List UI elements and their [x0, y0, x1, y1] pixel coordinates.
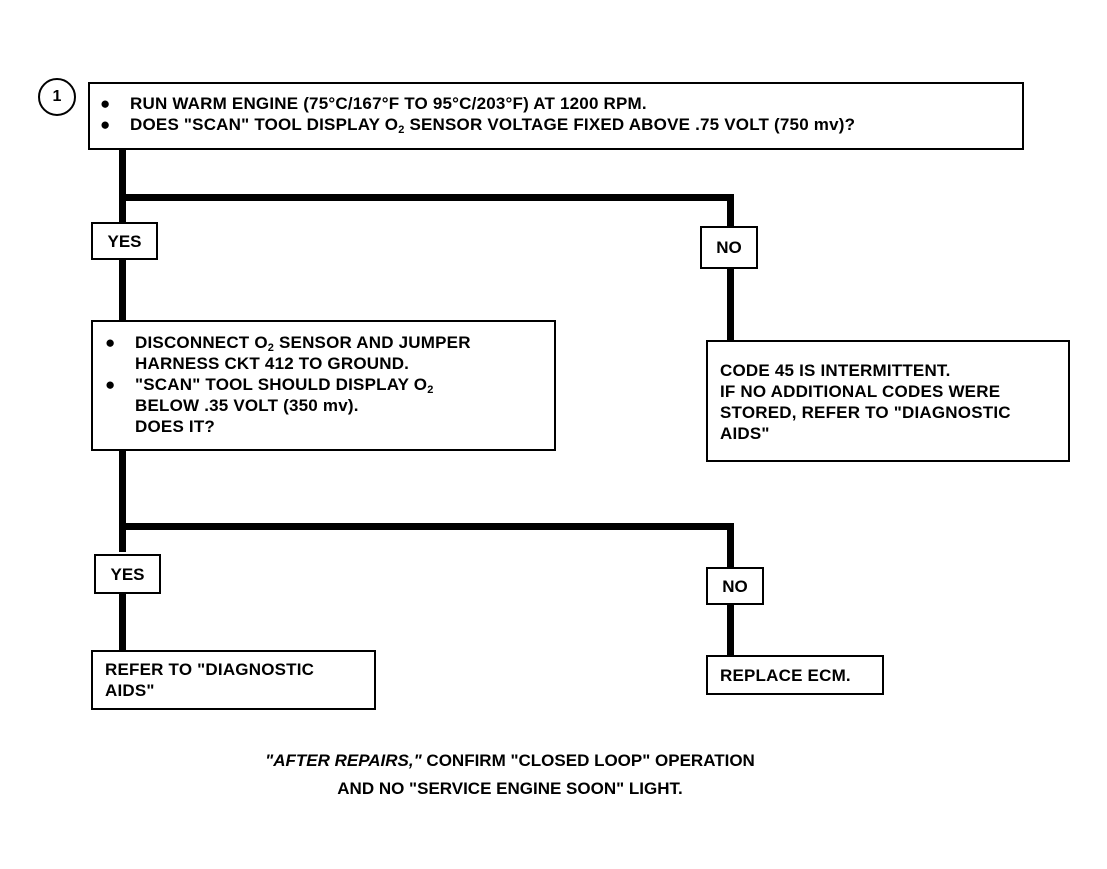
- intermittent-line-1: CODE 45 IS INTERMITTENT.: [720, 361, 951, 380]
- after-repairs-note: "AFTER REPAIRS," CONFIRM "CLOSED LOOP" O…: [210, 747, 810, 803]
- bullet-dot: ●: [100, 94, 111, 113]
- branch2-no-label: NO: [706, 567, 764, 605]
- intermittent-line-3: STORED, REFER TO "DIAGNOSTIC: [720, 403, 1011, 422]
- intermittent-line-4: AIDS": [720, 424, 770, 443]
- after-repairs-line-2: AND NO "SERVICE ENGINE SOON" LIGHT.: [337, 779, 683, 798]
- step-number: 1: [52, 88, 62, 105]
- step1-box: ● RUN WARM ENGINE (75°C/167°F TO 95°C/20…: [88, 82, 1024, 150]
- refer-line-2: AIDS": [105, 681, 155, 700]
- connector-branch1-horizontal: [119, 194, 734, 201]
- connector-branch2-horizontal: [119, 523, 734, 530]
- connector-branch2-no-down: [727, 523, 734, 569]
- replace-ecm-text: REPLACE ECM.: [720, 666, 851, 685]
- intermittent-result-box: CODE 45 IS INTERMITTENT. IF NO ADDITIONA…: [706, 340, 1070, 462]
- step1-bullet-2-text: DOES "SCAN" TOOL DISPLAY O2 SENSOR VOLTA…: [130, 115, 856, 136]
- bullet-dot: ●: [100, 115, 111, 134]
- refer-line-1: REFER TO "DIAGNOSTIC: [105, 660, 315, 679]
- connector-branch1-no-down: [727, 194, 734, 234]
- connector-yes-to-step2: [119, 258, 126, 322]
- branch2-yes-label: YES: [94, 554, 161, 594]
- connector-no-to-intermittent: [727, 265, 734, 342]
- bullet-dot: ●: [105, 333, 116, 352]
- after-repairs-rest: CONFIRM "CLOSED LOOP" OPERATION: [421, 751, 755, 770]
- after-repairs-italic: "AFTER REPAIRS,": [265, 751, 422, 770]
- bullet-dot: ●: [105, 375, 116, 394]
- step1-bullet-1: ● RUN WARM ENGINE (75°C/167°F TO 95°C/20…: [100, 93, 1012, 114]
- step1-bullet-1-text: RUN WARM ENGINE (75°C/167°F TO 95°C/203°…: [130, 94, 647, 113]
- after-repairs-line-1: "AFTER REPAIRS," CONFIRM "CLOSED LOOP" O…: [210, 747, 810, 775]
- refer-diagnostic-aids-box: REFER TO "DIAGNOSTIC AIDS": [91, 650, 376, 710]
- step-number-badge: 1: [38, 78, 76, 116]
- replace-ecm-box: REPLACE ECM.: [706, 655, 884, 695]
- intermittent-line-2: IF NO ADDITIONAL CODES WERE: [720, 382, 1001, 401]
- connector-no-to-replace: [727, 602, 734, 657]
- connector-step2-down: [119, 449, 126, 552]
- connector-step1-down: [119, 148, 126, 228]
- step1-bullet-2: ● DOES "SCAN" TOOL DISPLAY O2 SENSOR VOL…: [100, 114, 1012, 136]
- branch1-no-label: NO: [700, 226, 758, 269]
- connector-yes-to-refer: [119, 592, 126, 652]
- branch1-yes-label: YES: [91, 222, 158, 260]
